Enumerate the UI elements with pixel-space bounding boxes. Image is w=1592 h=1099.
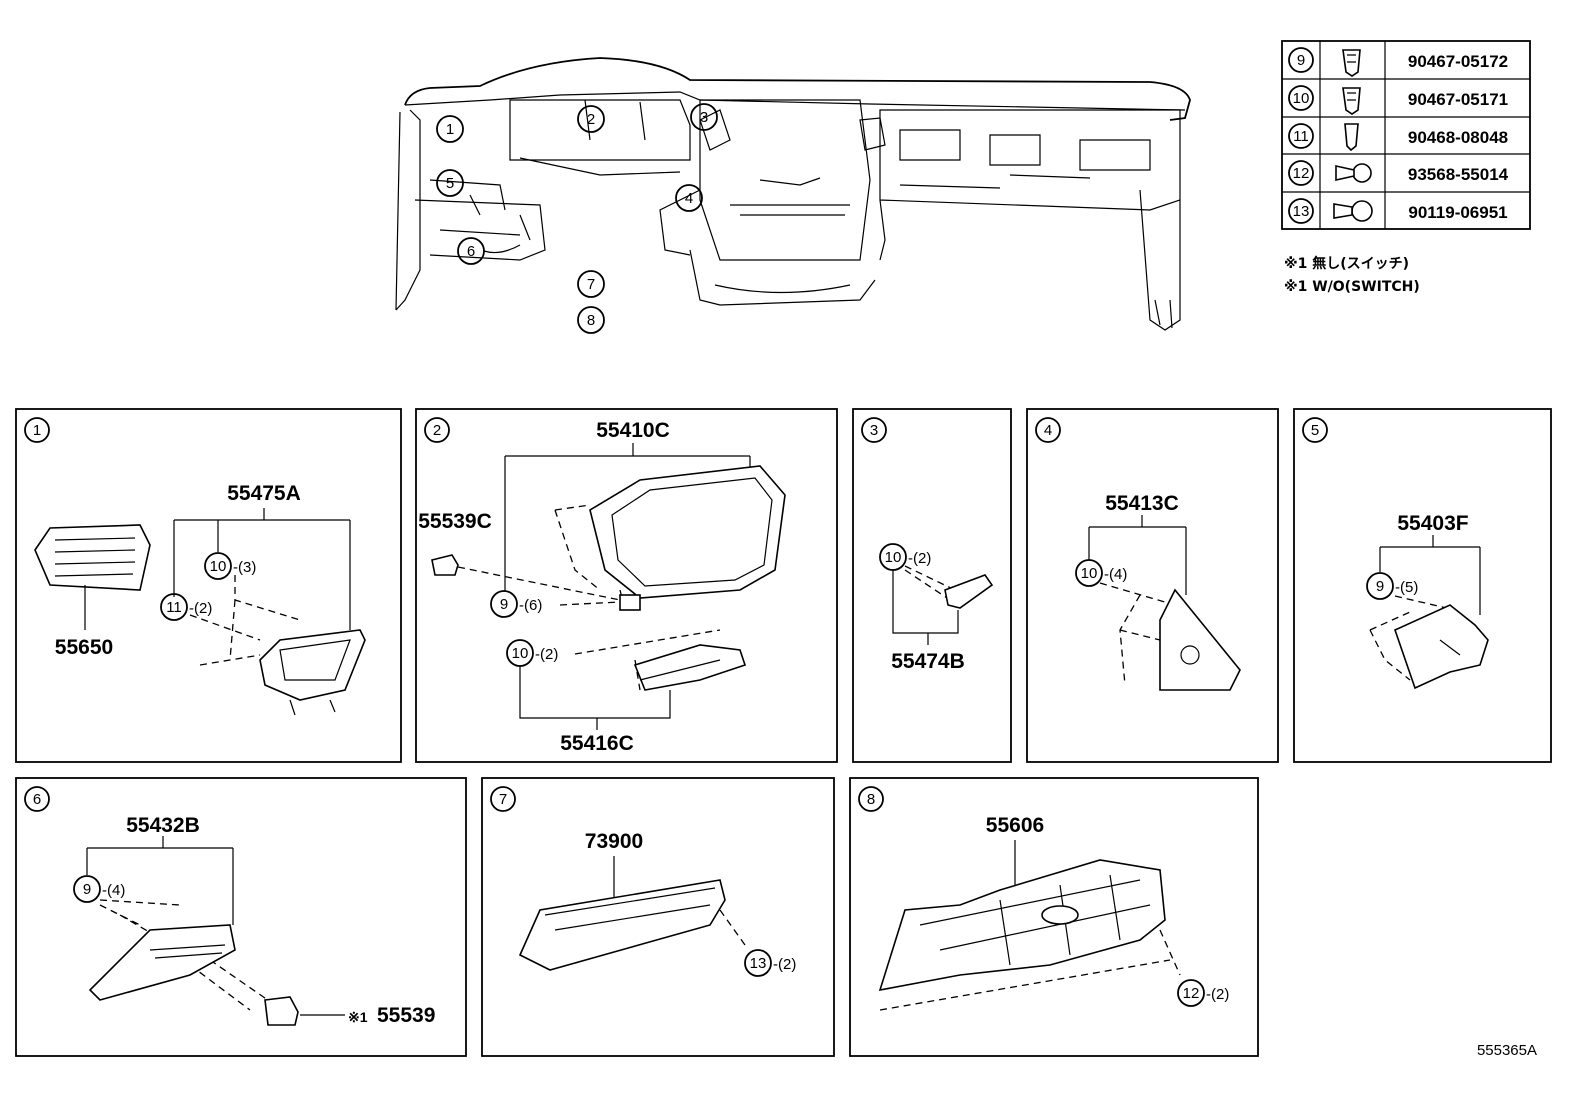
part-number: 55416C (560, 732, 634, 755)
part-number: 55539C (418, 510, 492, 533)
svg-text:12: 12 (1293, 165, 1310, 182)
part-number: 55650 (55, 636, 113, 659)
panel-id: 6 (33, 791, 41, 808)
part-number: 55432B (126, 814, 200, 837)
part-number: 90467-05171 (1408, 90, 1508, 109)
side-panel (1159, 588, 1241, 691)
panel-id: 2 (433, 422, 441, 439)
dashboard-overview (395, 57, 1191, 331)
garnish (944, 574, 994, 609)
qty: -(5) (1395, 579, 1418, 596)
svg-text:9: 9 (1376, 578, 1384, 595)
table-row: 11 90468-08048 (1288, 123, 1508, 152)
overview-callouts: 1 2 3 4 5 6 7 8 (436, 103, 718, 334)
panel-id: 4 (1044, 422, 1052, 439)
note-ref: ※1 (348, 1009, 368, 1025)
svg-text:13: 13 (1293, 203, 1310, 220)
panel-id: 7 (499, 791, 507, 808)
qty: -(3) (233, 559, 256, 576)
svg-text:10: 10 (210, 558, 227, 575)
panel-5: 5 55403F 9 -(5) (1293, 408, 1552, 763)
part-number: 90467-05172 (1408, 52, 1508, 71)
part-number: 55403F (1397, 512, 1468, 535)
panel-id: 3 (870, 422, 878, 439)
table-row: 9 90467-05172 (1288, 47, 1508, 77)
svg-text:11: 11 (166, 599, 182, 616)
callout-3: 3 (700, 109, 708, 126)
svg-text:13: 13 (750, 955, 767, 972)
panel-id: 8 (867, 791, 875, 808)
table-row: 13 90119-06951 (1288, 198, 1508, 224)
part-number: 55474B (891, 650, 965, 673)
svg-text:10: 10 (512, 645, 529, 662)
svg-text:9: 9 (500, 596, 508, 613)
clip-icon (1344, 123, 1359, 152)
svg-text:9: 9 (1297, 52, 1305, 69)
panel-1: 1 55650 55475A 10 -(3) 11 -(2) (15, 408, 402, 763)
callout-6: 6 (467, 243, 475, 260)
part-number: 55606 (986, 814, 1044, 837)
part-number: 90119-06951 (1408, 203, 1507, 222)
switch (431, 554, 459, 576)
qty: -(2) (189, 600, 212, 617)
fastener-table: 9 90467-05172 10 90467-05171 11 90468-08… (1281, 40, 1531, 230)
air-vent (34, 524, 151, 591)
qty: -(2) (773, 956, 796, 973)
qty: -(2) (908, 550, 931, 567)
panel-6: 6 55432B 9 -(4) ※1 55539 (15, 777, 467, 1057)
panel-7: 7 73900 13 -(2) (481, 777, 835, 1057)
note-jp: ※1 無し(スイッチ) (1284, 255, 1409, 272)
callout-1: 1 (446, 121, 454, 138)
clip-icon (1342, 49, 1361, 77)
part-number: 55539 (377, 1004, 435, 1027)
qty: -(6) (519, 597, 542, 614)
switch (264, 996, 299, 1026)
part-number: 93568-55014 (1408, 165, 1509, 184)
figure-number: 555365A (1477, 1042, 1537, 1059)
qty: -(4) (1104, 566, 1127, 583)
callout-7: 7 (587, 276, 595, 293)
part-number: 90468-08048 (1408, 128, 1508, 147)
cluster-hood (589, 465, 786, 599)
part-number: 73900 (585, 830, 643, 853)
bolt-icon (1351, 200, 1373, 222)
panel-8: 8 55606 12 -(2) (849, 777, 1259, 1057)
svg-text:10: 10 (1293, 90, 1310, 107)
vent-bezel (259, 629, 366, 701)
callout-5: 5 (446, 175, 454, 192)
panel-2: 2 55410C 55539C 9 -(6) 10 -(2) 55416C (415, 408, 838, 763)
qty: -(4) (102, 882, 125, 899)
svg-text:12: 12 (1183, 985, 1200, 1002)
part-number: 55413C (1105, 492, 1179, 515)
qty: -(2) (535, 646, 558, 663)
panel-3: 3 10 -(2) 55474B (852, 408, 1012, 763)
lower-trim (88, 924, 236, 1001)
note-en: ※1 W/O(SWITCH) (1284, 279, 1420, 295)
callout-2: 2 (587, 111, 595, 128)
table-row: 12 93568-55014 (1288, 160, 1509, 186)
svg-text:10: 10 (1081, 565, 1098, 582)
panel-id: 1 (33, 422, 41, 439)
part-number: 55475A (227, 482, 301, 505)
svg-text:11: 11 (1293, 128, 1309, 145)
svg-text:9: 9 (83, 881, 91, 898)
svg-text:10: 10 (885, 549, 902, 566)
lower-panel (1394, 604, 1489, 690)
airbag-module (518, 879, 726, 971)
panel-id: 5 (1311, 422, 1319, 439)
under-cover (878, 859, 1166, 992)
table-row: 10 90467-05171 (1288, 85, 1508, 115)
part-number: 55410C (596, 419, 670, 442)
clip-icon (1342, 87, 1361, 115)
callout-4: 4 (685, 190, 693, 207)
screw-icon (1352, 163, 1372, 183)
callout-8: 8 (587, 312, 595, 329)
qty: -(2) (1206, 986, 1229, 1003)
panel-4: 4 55413C 10 -(4) (1026, 408, 1279, 763)
